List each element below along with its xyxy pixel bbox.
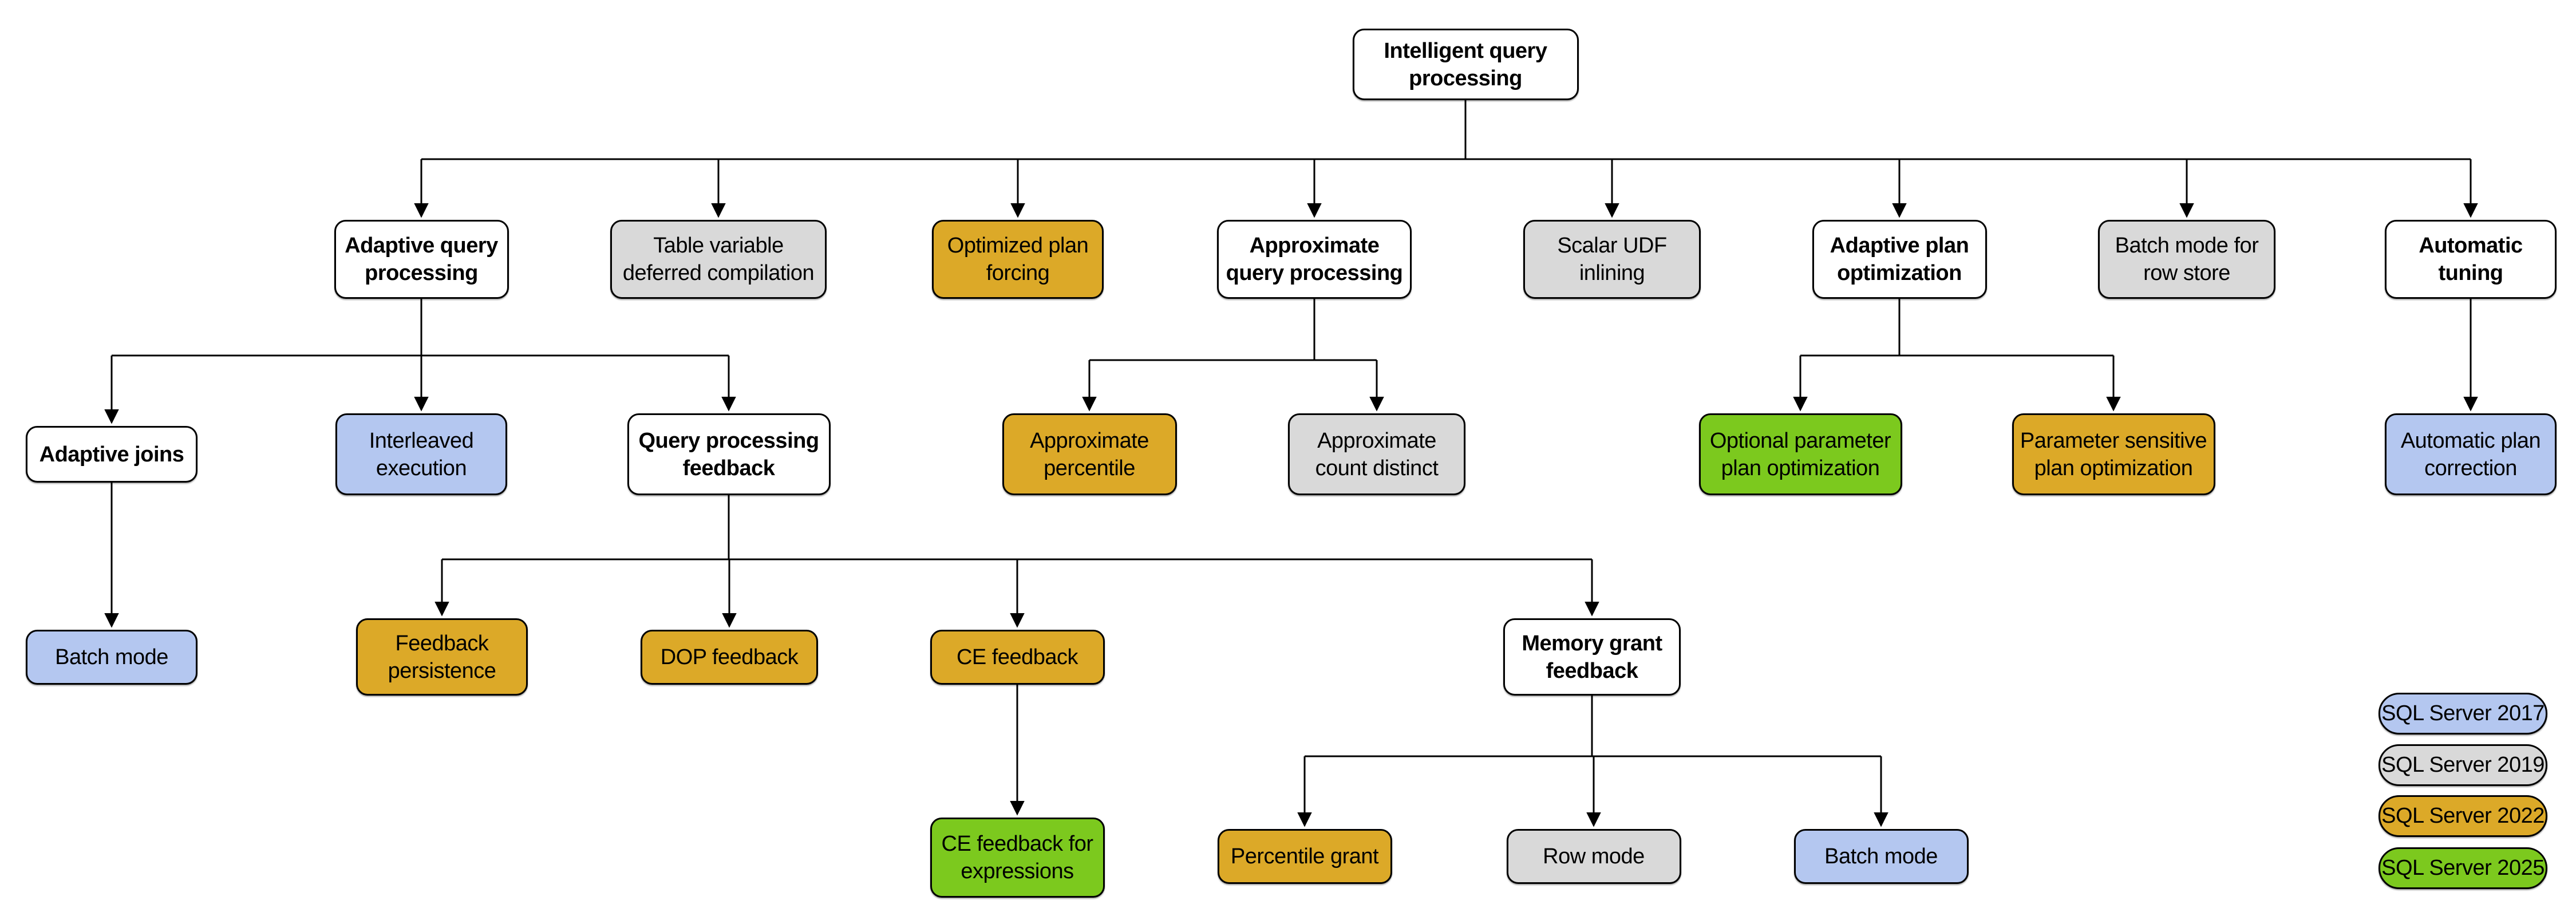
node-approximate-percentile: Approximate percentile [1002,413,1177,495]
legend-item-sql-server-2017: SQL Server 2017 [2379,693,2547,735]
node-parameter-sensitive-plan-optimization: Parameter sensitive plan optimization [2012,413,2215,495]
node-row-mode: Row mode [1506,829,1681,884]
node-dop-feedback: DOP feedback [641,630,818,685]
node-adaptive-joins: Adaptive joins [26,426,197,483]
node-feedback-persistence: Feedback persistence [356,618,528,696]
node-ce-feedback: CE feedback [930,630,1105,685]
node-interleaved-execution: Interleaved execution [335,413,507,495]
node-optional-parameter-plan-optimization: Optional parameter plan optimization [1698,413,1902,495]
node-batch-mode-memory-grant: Batch mode [1793,829,1969,884]
node-table-variable-deferred-compilation: Table variable deferred compilation [610,220,827,299]
node-automatic-tuning: Automatic tuning [2385,220,2557,299]
node-memory-grant-feedback: Memory grant feedback [1503,618,1681,696]
node-adaptive-query-processing: Adaptive query processing [334,220,509,299]
node-percentile-grant: Percentile grant [1217,829,1392,884]
node-ce-feedback-for-expressions: CE feedback for expressions [930,818,1105,898]
legend-item-sql-server-2022: SQL Server 2022 [2379,795,2547,837]
node-query-processing-feedback: Query processing feedback [627,413,831,495]
node-optimized-plan-forcing: Optimized plan forcing [932,220,1104,299]
node-approximate-count-distinct: Approximate count distinct [1288,413,1465,495]
node-scalar-udf-inlining: Scalar UDF inlining [1523,220,1701,299]
legend-item-sql-server-2019: SQL Server 2019 [2379,744,2547,786]
node-intelligent-query-processing: Intelligent query processing [1352,29,1579,100]
node-adaptive-plan-optimization: Adaptive plan optimization [1812,220,1987,299]
legend-item-sql-server-2025: SQL Server 2025 [2379,847,2547,889]
node-batch-mode-for-row-store: Batch mode for row store [2098,220,2275,299]
node-batch-mode-adaptive-joins: Batch mode [26,630,197,685]
node-automatic-plan-correction: Automatic plan correction [2385,413,2557,495]
node-approximate-query-processing: Approximate query processing [1217,220,1412,299]
